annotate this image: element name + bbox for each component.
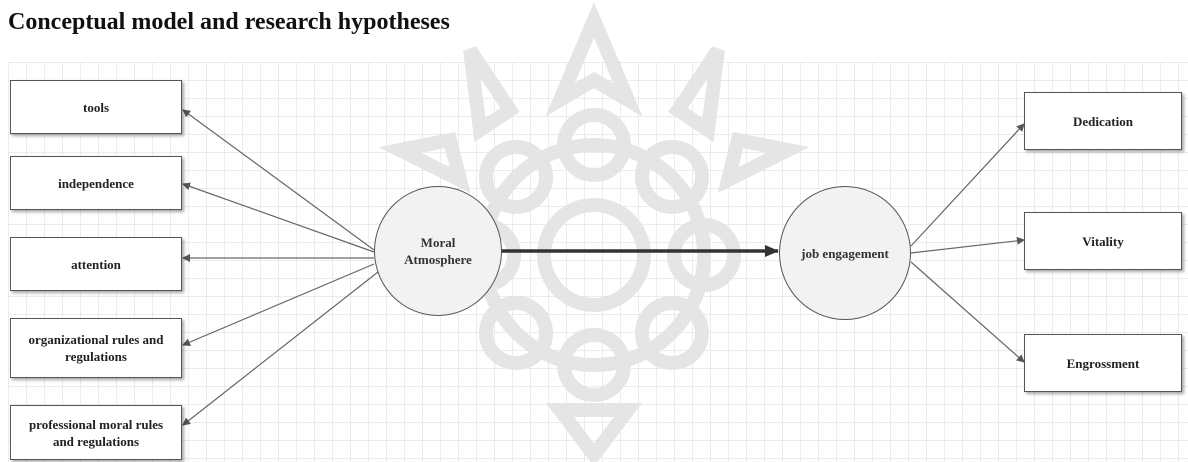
right-box-vitality: Vitality	[1024, 212, 1182, 270]
edge-to-vitality	[910, 236, 1025, 254]
moral-atmosphere-node: Moral Atmosphere	[374, 186, 502, 316]
job-engagement-node: job engagement	[779, 186, 911, 320]
edge-to-professional-moral-rules	[182, 271, 379, 426]
right-box-dedication: Dedication	[1024, 92, 1182, 150]
edge-to-independence	[182, 182, 375, 253]
left-box-tools: tools	[10, 80, 182, 134]
edge-to-engrossment	[910, 261, 1025, 363]
left-box-organizational-rules: organizational rules and regulations	[10, 318, 182, 378]
edge-to-organizational-rules	[182, 263, 375, 346]
connector-lines	[182, 109, 1025, 426]
left-box-attention: attention	[10, 237, 182, 291]
right-box-engrossment: Engrossment	[1024, 334, 1182, 392]
left-box-independence: independence	[10, 156, 182, 210]
figure-heading: Conceptual model and research hypotheses	[8, 9, 450, 35]
edge-to-tools	[182, 109, 375, 251]
edge-to-dedication	[910, 123, 1025, 247]
left-box-professional-moral-rules: professional moral rules and regulations	[10, 405, 182, 460]
